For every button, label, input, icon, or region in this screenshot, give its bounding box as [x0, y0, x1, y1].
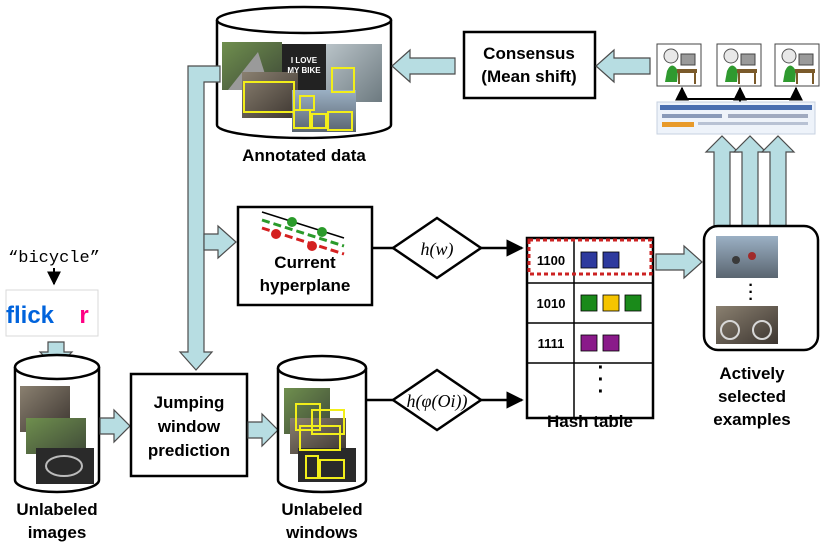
arrow-consensus-to-annotated [391, 48, 456, 84]
consensus-box [462, 30, 597, 100]
crowdsourcing-webpage [656, 101, 816, 135]
hyperplane-icon [261, 211, 345, 256]
arrow-jumping-to-windows [247, 412, 279, 448]
candidate-window-boxes [295, 403, 345, 479]
selected-label-line3: examples [713, 410, 791, 429]
arrow-hashtable-to-selected [655, 244, 703, 280]
annotators [656, 43, 820, 103]
arrow-annotated-to-jumping [178, 65, 221, 371]
love-sign-line1: I LOVE [291, 56, 318, 65]
ellipsis-top: · [598, 357, 605, 379]
unlabeled-windows-cylinder [276, 354, 368, 494]
flickr-logo: flick r [5, 289, 99, 337]
annotator-icon [656, 43, 702, 87]
hash-table: 1100 1010 1111 · · · [525, 236, 655, 420]
selected-label-line1: Actively [719, 364, 785, 383]
jumping-window-label-line3: prediction [148, 441, 230, 460]
selected-photo [716, 236, 778, 278]
hash-key: 1111 [538, 336, 565, 351]
jumping-window-label-line2: window [157, 417, 221, 436]
arrow-annotated-to-hyperplane [203, 224, 237, 260]
hash-key: 1010 [537, 296, 566, 311]
unlabeled-images-label-line1: Unlabeled [16, 500, 97, 519]
annotated-data-label: Annotated data [242, 146, 366, 165]
selected-label-line2: selected [718, 387, 786, 406]
arrow-annotators-to-consensus [595, 48, 651, 84]
annotator-icon [716, 43, 762, 87]
hash-bucket-item [580, 294, 598, 312]
hash-function-w: h(w) [421, 239, 454, 260]
annotation-boxes [243, 67, 355, 131]
hash-bucket-item [580, 251, 598, 269]
unlabeled-windows-label-line1: Unlabeled [281, 500, 362, 519]
svg-text:·: · [748, 277, 753, 294]
hash-bucket-item [580, 334, 598, 352]
hash-bucket-item [602, 334, 620, 352]
jumping-window-box [129, 372, 249, 478]
flickr-logo-part2: r [79, 302, 88, 329]
hash-function-phi: h(φ(Oi)) [407, 391, 468, 412]
svg-text:·: · [748, 284, 753, 301]
unlabeled-window-photo [298, 448, 356, 482]
unlabeled-photo [36, 448, 94, 484]
hash-key: 1100 [537, 253, 565, 268]
consensus-label-line1: Consensus [483, 44, 575, 63]
hash-function-phi-diamond [390, 368, 484, 432]
flickr-logo-part1: flick [6, 302, 55, 329]
arrow-images-to-jumping [99, 408, 131, 444]
arrows-selected-to-crowd [704, 135, 796, 231]
hash-function-w-diamond [390, 216, 484, 280]
annotator-icon [774, 43, 820, 87]
annotated-data-cylinder: I LOVE MY BIKE [215, 5, 393, 140]
hash-bucket-item [602, 251, 620, 269]
hyperplane-label-line1: Current [274, 253, 336, 272]
hash-bucket-item [602, 294, 620, 312]
hash-bucket-item [624, 294, 642, 312]
unlabeled-images-cylinder [13, 353, 101, 494]
unlabeled-images-label-line2: images [28, 523, 87, 542]
highlighted-bucket [527, 238, 653, 276]
query-text: “bicycle” [8, 249, 100, 268]
annotated-photo [242, 72, 298, 118]
current-hyperplane-box [236, 205, 374, 307]
unlabeled-windows-label-line2: windows [285, 523, 358, 542]
jumping-window-label-line1: Jumping [154, 393, 225, 412]
hash-table-label: Hash table [547, 412, 633, 431]
love-sign-line2: MY BIKE [287, 66, 321, 75]
consensus-label-line2: (Mean shift) [481, 67, 576, 86]
svg-text:·: · [598, 381, 605, 403]
hyperplane-label-line2: hyperplane [260, 276, 351, 295]
svg-text:·: · [598, 369, 605, 391]
svg-text:·: · [748, 291, 753, 308]
